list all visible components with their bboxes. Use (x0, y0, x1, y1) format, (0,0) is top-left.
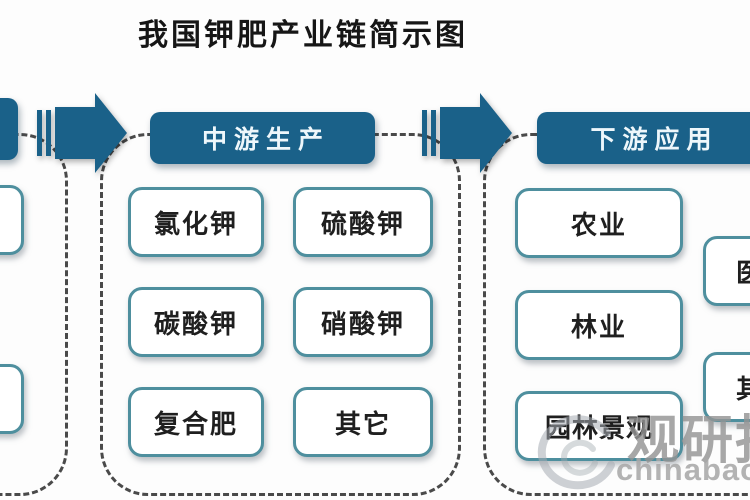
item-forestry: 林业 (515, 290, 683, 360)
upstream-item-partial-1 (0, 185, 24, 255)
downstream-header: 下游应用 (537, 112, 750, 164)
item-potassium-nitrate: 硝酸钾 (293, 287, 433, 357)
item-compound-fertilizer: 复合肥 (128, 387, 264, 457)
midstream-header: 中游生产 (150, 112, 375, 164)
upstream-to-midstream-arrow-icon (37, 93, 127, 173)
upstream-header (0, 98, 18, 160)
midstream-to-downstream-arrow-icon (422, 93, 512, 173)
item-potassium-carbonate: 碳酸钾 (128, 287, 264, 357)
watermark-logo-icon (537, 415, 615, 490)
watermark-cn-text: 观研报告 (627, 412, 750, 470)
item-potassium-chloride: 氯化钾 (128, 187, 264, 257)
item-midstream-other: 其它 (293, 387, 433, 457)
item-agriculture: 农业 (515, 188, 683, 258)
item-medicine-partial: 医药 (703, 236, 750, 306)
watermark-en-text: chinabaogao (616, 452, 750, 487)
item-downstream-other-partial: 其它 (703, 352, 750, 422)
item-potassium-sulfate: 硫酸钾 (293, 187, 433, 257)
diagram-title: 我国钾肥产业链简示图 (138, 19, 468, 52)
upstream-item-partial-2 (0, 364, 24, 434)
